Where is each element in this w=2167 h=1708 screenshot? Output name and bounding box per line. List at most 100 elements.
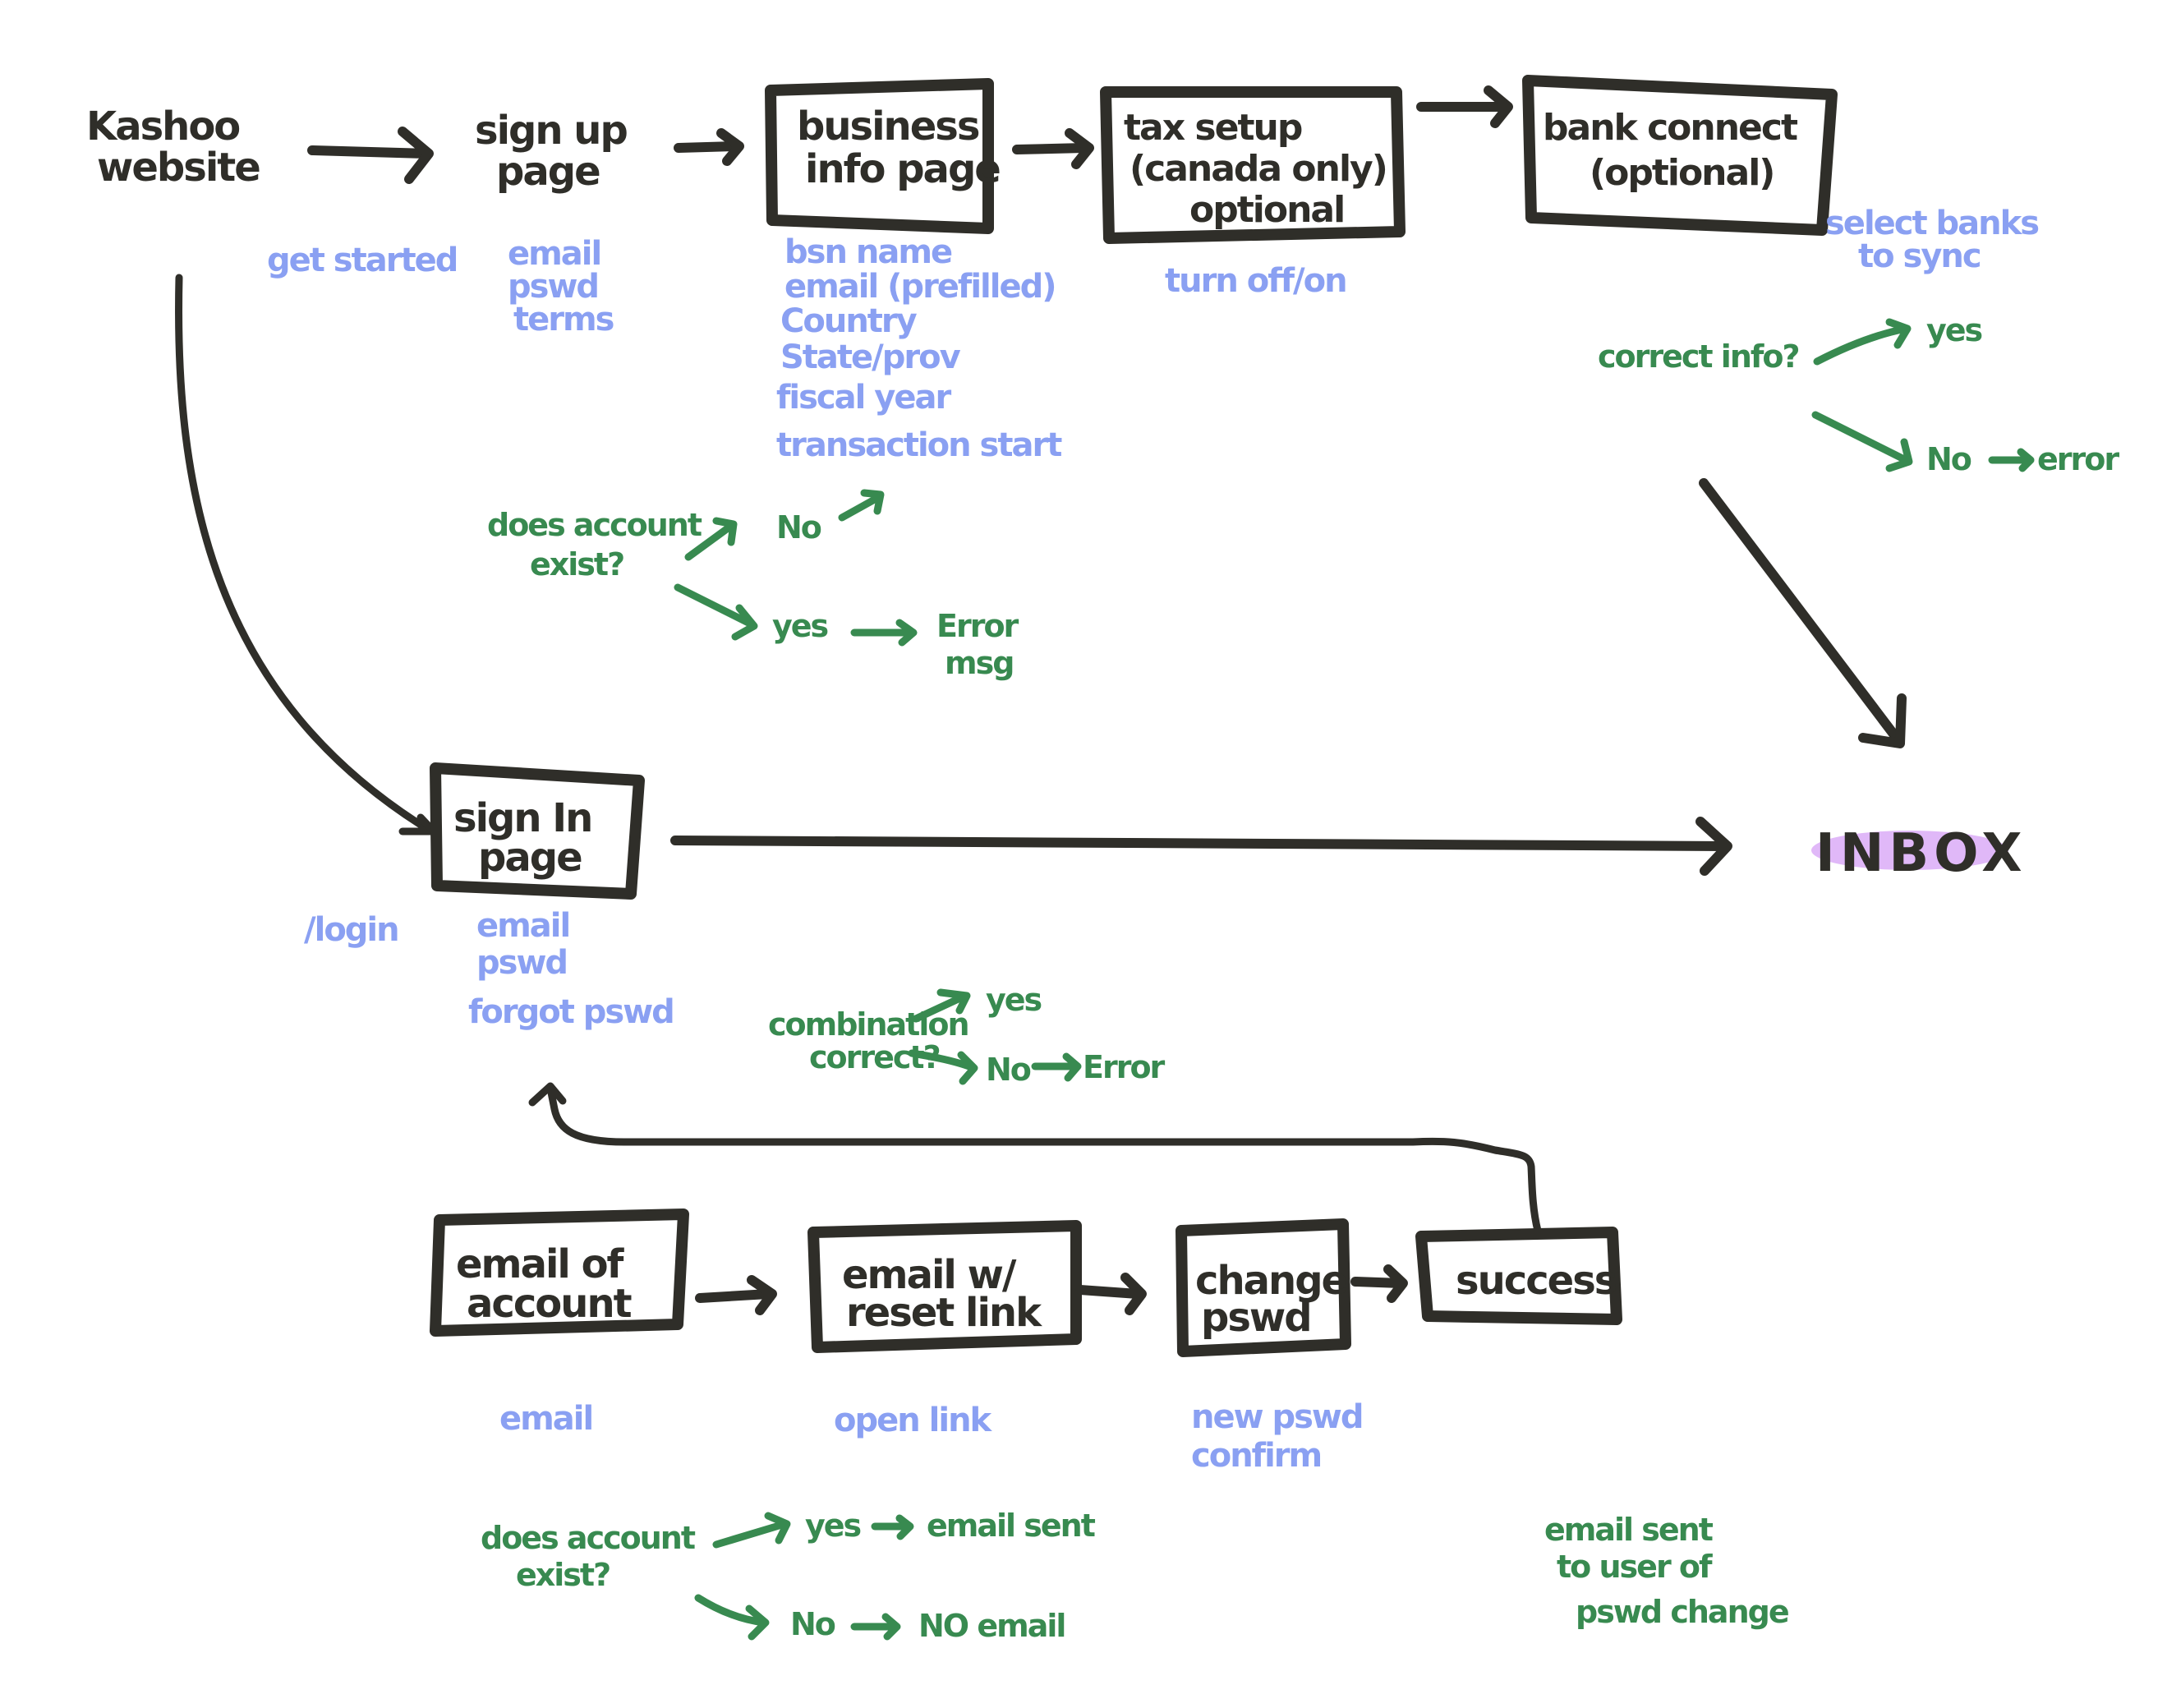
decision-bank-correct: correct info? yes No error [1598,312,2121,477]
bank-line1: bank connect [1543,107,1798,149]
decision-login-combination: combination correct? yes No Error [768,982,1167,1088]
business-info-box [765,78,994,234]
node-business-info-page: business info page [765,78,1001,234]
annotation-get-started: get started [267,242,457,279]
annotation-tax-toggle: turn off/on [1165,262,1346,300]
success-note-line: pswd change [1576,1594,1788,1630]
signup-field: pswd [508,268,598,306]
decision-signup-exists: does account exist? No yes Error msg [487,489,1021,681]
arrow-reset-to-change [1075,1273,1147,1315]
arrow-website-to-signin [175,274,438,836]
sign-in-field: pswd [476,944,567,982]
arrow-email-to-reset [695,1275,777,1315]
sign-in-box [430,762,645,900]
sign-up-line2: page [496,149,600,195]
success-box [1415,1227,1622,1325]
annotation-sign-in-fields: email pswd forgot pswd [468,907,675,1031]
combination-error: Error [1083,1049,1166,1085]
business-field: Country [780,302,918,340]
node-tax-setup: tax setup (canada only) optional [1100,86,1406,244]
email-reset-line1: email w/ [842,1252,1017,1298]
change-pswd-line2: pswd [1201,1295,1311,1341]
success-note-line: email sent [1544,1512,1714,1548]
bank-correct-question: correct info? [1598,338,1799,375]
sign-up-line1: sign up [475,108,627,154]
annotation-signup-fields: email pswd terms [508,235,615,338]
arrow-website-to-signup [307,127,434,184]
annotation-open-link: open link [834,1402,993,1439]
node-bank-connect: bank connect (optional) [1522,75,1838,236]
reset-exists-no-email: NO email [918,1608,1065,1644]
combination-no: No [986,1052,1031,1088]
arrow-signup-to-business [674,128,744,166]
tax-line1: tax setup [1124,107,1302,149]
email-reset-link-box [807,1220,1082,1353]
node-sign-up-page: sign up page [475,108,628,195]
reset-exists-yes: yes [805,1508,861,1544]
node-inbox: INBOX [1811,823,2027,884]
node-kashoo-website: Kashoo website [86,104,261,191]
email-of-account-line2: account [467,1281,632,1327]
arrow-success-to-signin [528,1082,1542,1235]
signup-exists-msg: msg [945,645,1013,681]
combination-yes: yes [986,982,1042,1018]
kashoo-website-line2: website [97,145,260,191]
node-success: success [1415,1227,1622,1325]
reset-exists-q1: does account [481,1520,696,1556]
annotation-email: email [499,1400,592,1438]
email-of-account-box [430,1208,689,1337]
success-label: success [1456,1258,1617,1304]
email-reset-line2: reset link [846,1290,1042,1336]
arrow-bank-to-inbox [1699,478,1907,748]
bank-select-line: select banks [1825,205,2038,242]
sign-in-line1: sign In [453,795,591,841]
sign-in-field: forgot pswd [468,993,674,1031]
reset-exists-no: No [790,1606,835,1642]
signup-exists-q1: does account [487,507,702,543]
bank-line2: (optional) [1590,152,1774,194]
tax-setup-box [1100,86,1406,244]
change-pswd-line1: change [1195,1258,1347,1304]
change-pswd-box [1176,1218,1351,1357]
inbox-highlight [1811,831,2008,870]
annotation-bank-select: select banks to sync [1825,205,2040,275]
signup-exists-no: No [776,509,821,546]
reset-exists-q2: exist? [516,1557,610,1593]
success-note: email sent to user of pswd change [1544,1512,1790,1630]
annotation-business-fields: bsn name email (prefilled) Country State… [776,233,1064,464]
annotation-change-fields: new pswd confirm [1191,1398,1364,1475]
business-field: email (prefilled) [784,268,1056,306]
email-of-account-line1: email of [456,1241,625,1287]
bank-correct-error: error [2037,441,2119,477]
bank-correct-no: No [1926,441,1971,477]
business-field: fiscal year [776,379,951,417]
kashoo-website-line1: Kashoo [86,104,239,150]
bank-connect-box [1522,75,1838,236]
sign-in-line2: page [478,835,582,881]
bank-select-line: to sync [1858,237,1981,275]
inbox-label: INBOX [1815,823,2027,884]
arrow-business-to-tax [1012,128,1094,169]
arrow-tax-to-bank [1416,85,1513,128]
arrow-signin-to-inbox [670,817,1732,876]
node-email-reset-link: email w/ reset link [807,1220,1082,1353]
business-line2: info page [805,146,1000,192]
annotation-login-path: /login [304,911,398,949]
signup-exists-yes: yes [772,608,828,644]
arrow-change-to-success [1350,1264,1408,1303]
signup-field: email [508,235,600,273]
reset-exists-email-sent: email sent [927,1508,1096,1544]
change-field: new pswd [1191,1398,1363,1436]
sign-in-field: email [476,907,569,945]
node-email-of-account: email of account [430,1208,689,1337]
decision-reset-exists: does account exist? yes email sent No NO… [481,1508,1097,1644]
node-sign-in-page: sign In page [430,762,645,900]
signup-exists-q2: exist? [530,546,623,582]
node-change-pswd: change pswd [1176,1218,1351,1357]
tax-line2: (canada only) [1130,148,1387,190]
signup-exists-error: Error [936,608,1019,644]
change-field: confirm [1191,1437,1321,1475]
tax-line3: optional [1189,189,1344,231]
bank-correct-yes: yes [1926,312,1982,348]
